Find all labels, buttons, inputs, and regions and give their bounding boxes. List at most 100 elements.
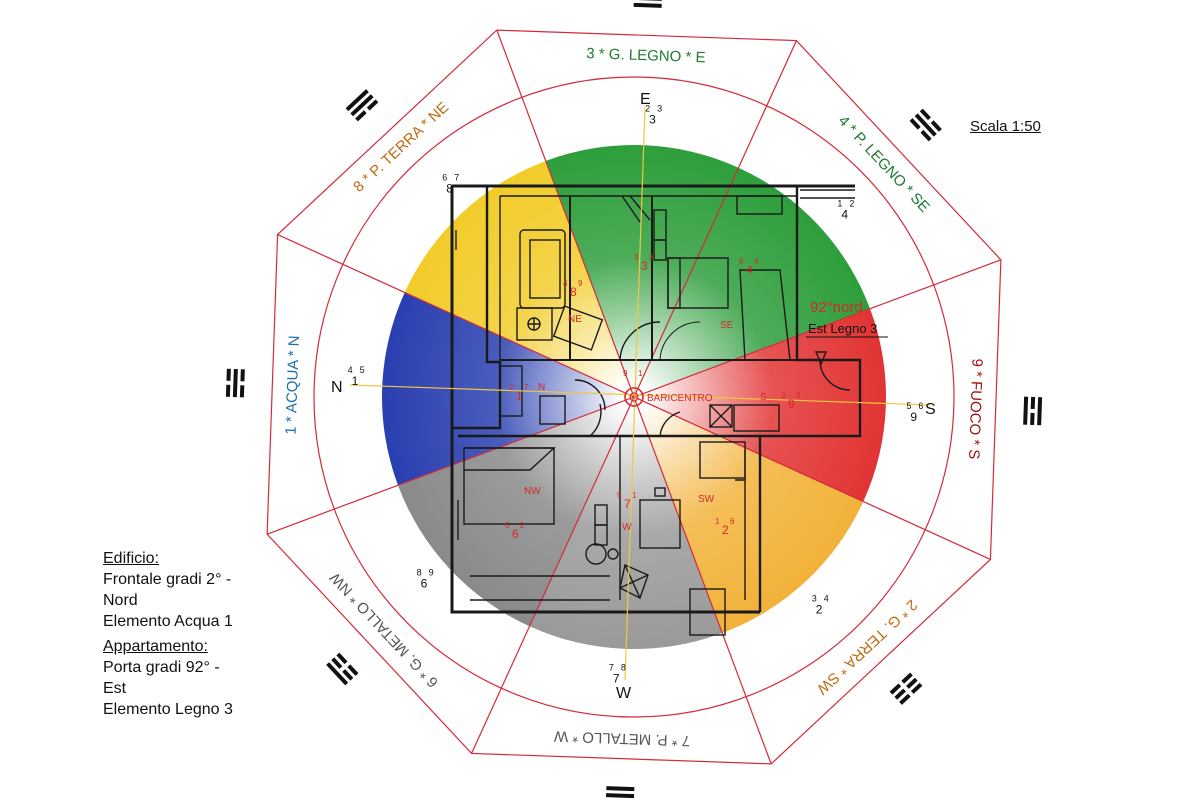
svg-text:8: 8: [417, 568, 422, 578]
svg-text:4: 4: [824, 593, 829, 603]
svg-text:4: 4: [746, 263, 753, 277]
svg-text:6: 6: [512, 527, 519, 541]
room-label-ne: NE: [568, 314, 582, 325]
svg-text:8: 8: [739, 257, 744, 266]
building-line-3: Elemento Acqua 1: [103, 613, 233, 630]
svg-text:3: 3: [657, 104, 662, 114]
svg-text:4: 4: [754, 257, 759, 266]
room-stars-w: 75 1: [617, 491, 637, 511]
sector-numbers-sw: 324: [812, 593, 829, 616]
room-label-se: SE: [720, 320, 734, 331]
inner-circle: [313, 76, 955, 718]
apartment-line-3: Elemento Legno 3: [103, 701, 233, 718]
building-heading: Edificio:: [103, 550, 160, 567]
svg-text:2: 2: [520, 521, 525, 530]
svg-text:7: 7: [524, 383, 529, 392]
trigram-ne-icon: [345, 89, 379, 122]
sector-numbers-nw: 869: [417, 568, 434, 591]
room-stars-s: 93 8: [781, 391, 801, 411]
svg-text:6: 6: [421, 577, 428, 591]
svg-text:7: 7: [454, 173, 459, 183]
svg-text:3: 3: [649, 253, 654, 262]
svg-text:5: 5: [360, 365, 365, 375]
sector-numbers-n: 415: [348, 365, 365, 388]
legend: Edificio: Frontale gradi 2° - Nord Eleme…: [103, 548, 273, 720]
trigram-nw-icon: [326, 652, 359, 686]
svg-text:7: 7: [624, 497, 631, 511]
door-element-label: Est Legno 3: [808, 321, 877, 336]
compass-west: W: [616, 685, 632, 702]
sector-label-e: 3 * G. LEGNO * E: [586, 45, 706, 66]
svg-text:5: 5: [617, 491, 622, 500]
svg-text:3: 3: [641, 259, 648, 273]
plan-labels: BARICENTRO NE SE SW NW S N W 92°nord Est…: [524, 299, 888, 533]
svg-text:2: 2: [645, 104, 650, 114]
sector-boundary: [633, 40, 797, 398]
sector-numbers-se: 142: [837, 198, 854, 221]
building-line-1: Frontale gradi 2° -: [103, 571, 232, 588]
compass-south: S: [925, 401, 936, 418]
svg-text:3: 3: [781, 391, 786, 400]
apartment-line-1: Porta gradi 92° -: [103, 659, 220, 676]
svg-text:8: 8: [570, 285, 577, 299]
svg-text:4: 4: [348, 365, 353, 375]
svg-text:6: 6: [442, 173, 447, 183]
bagua-frame: [266, 29, 1002, 765]
wedge-nw: [397, 397, 634, 627]
room-label-nw: NW: [524, 486, 541, 497]
sector-boundary: [496, 29, 635, 398]
svg-text:6: 6: [505, 521, 510, 530]
svg-text:9: 9: [910, 410, 917, 424]
building-line-2: Nord: [103, 592, 138, 609]
floor-plan: [450, 184, 862, 636]
svg-text:1: 1: [352, 374, 359, 388]
svg-text:8: 8: [796, 391, 801, 400]
svg-text:6: 6: [730, 517, 735, 526]
center-label: BARICENTRO: [647, 393, 713, 404]
compass-north: N: [331, 379, 343, 396]
svg-text:2: 2: [816, 602, 823, 616]
trigram-sw-icon: [889, 672, 923, 705]
sector-numbers-e: 233: [645, 104, 662, 127]
sector-boundary: [633, 259, 1002, 398]
svg-text:1: 1: [516, 389, 523, 403]
sector-numbers-w: 778: [609, 662, 626, 685]
svg-text:6: 6: [918, 401, 923, 411]
svg-text:2: 2: [509, 383, 514, 392]
wedge-sw: [634, 397, 864, 634]
sector-boundary: [471, 396, 635, 754]
room-label-s: S: [760, 392, 767, 403]
wedge-e: [545, 144, 739, 397]
sector-boundary: [633, 396, 991, 560]
sector-boundary: [277, 234, 635, 398]
trigram-symbols: [225, 0, 1043, 799]
svg-text:7: 7: [613, 671, 620, 685]
sector-boundary: [633, 396, 772, 765]
compass-east: E: [640, 91, 651, 108]
trigram-e-icon: [633, 0, 662, 8]
sector-label-w: 7 * P. METALLO * W: [553, 727, 691, 749]
room-label-w: W: [622, 522, 632, 533]
wedge-n: [382, 292, 634, 486]
center-marker: [624, 387, 644, 407]
trigram-se-icon: [909, 108, 942, 142]
room-label-n: N: [538, 382, 545, 393]
svg-text:2: 2: [849, 198, 854, 208]
svg-text:3: 3: [634, 253, 639, 262]
svg-text:3: 3: [649, 113, 656, 127]
sector-numbers-s: 596: [906, 401, 923, 424]
svg-text:9: 9: [788, 397, 795, 411]
svg-text:7: 7: [609, 662, 614, 672]
room-label-sw: SW: [698, 494, 715, 505]
svg-text:1: 1: [632, 491, 637, 500]
apartment-line-2: Est: [103, 680, 127, 697]
svg-text:8: 8: [446, 182, 453, 196]
svg-text:1: 1: [638, 369, 643, 378]
door-degrees-label: 92°nord: [810, 299, 863, 316]
